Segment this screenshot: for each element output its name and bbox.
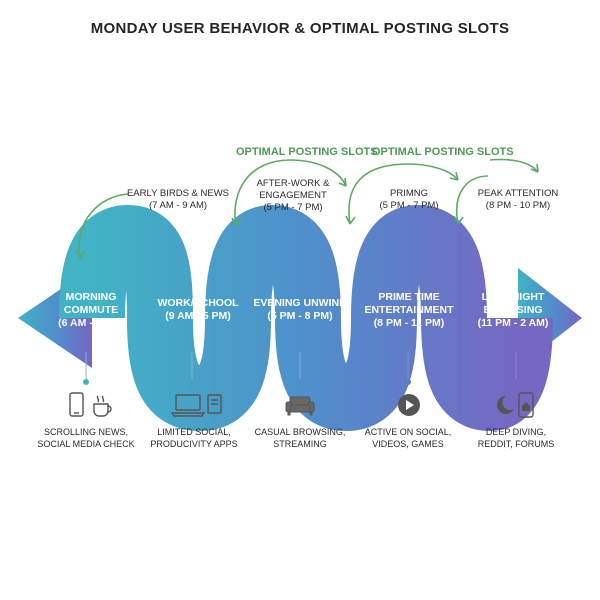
phase-evening-unwind: EVENING UNWIND (5 PM - 8 PM) bbox=[253, 297, 347, 322]
phase-work-school: WORK/SCHOOL (9 AM - 5 PM) bbox=[157, 297, 239, 322]
phone-icon bbox=[69, 392, 84, 417]
desc-work: LIMITED SOCIAL, PRODUCIVITY APPS bbox=[150, 427, 238, 449]
stem-dots bbox=[83, 352, 519, 385]
optimal-slots-label-2: OPTIMAL POSTING SLOTS bbox=[372, 146, 514, 158]
page-title: MONDAY USER BEHAVIOR & OPTIMAL POSTING S… bbox=[90, 20, 510, 37]
icons-evening bbox=[285, 396, 315, 416]
arrow-peak-top bbox=[489, 158, 539, 173]
notebook-icon bbox=[207, 394, 222, 414]
annotation-after-work: AFTER-WORK & ENGAGEMENT (5 PM - 7 PM) bbox=[256, 178, 330, 213]
annotation-early-birds: EARLY BIRDS & NEWS (7 AM - 9 AM) bbox=[126, 188, 230, 211]
moon-icon bbox=[496, 395, 514, 414]
desc-morning: SCROLLING NEWS, SOCIAL MEDIA CHECK bbox=[37, 427, 135, 449]
arrow-after-work bbox=[234, 159, 347, 227]
icons-work bbox=[170, 394, 222, 417]
couch-icon bbox=[285, 396, 315, 416]
arrow-peak bbox=[455, 175, 489, 225]
desc-prime-time: ACTIVE ON SOCIAL, VIDEOS, GAMES bbox=[364, 427, 452, 449]
coffee-cup-icon bbox=[93, 395, 112, 417]
icons-morning bbox=[69, 392, 112, 417]
desc-evening: CASUAL BROWSING, STREAMING bbox=[254, 427, 346, 449]
icons-prime-time bbox=[398, 394, 420, 416]
phone-home-icon bbox=[518, 392, 534, 418]
phase-morning-commute: MORNING COMMUTE (6 AM - 9 AM) bbox=[58, 291, 124, 329]
phase-late-night: LATE-NIGHT BROWSING (11 PM - 2 AM) bbox=[477, 291, 549, 329]
annotation-priming: PRIMNG (5 PM - 7 PM) bbox=[379, 188, 439, 211]
annotation-peak-attention: PEAK ATTENTION (8 PM - 10 PM) bbox=[477, 188, 559, 211]
arrow-early-birds bbox=[78, 193, 129, 259]
icons-late-night bbox=[496, 392, 534, 418]
optimal-slots-label-1: OPTIMAL POSTING SLOTS bbox=[236, 146, 378, 158]
play-button-icon bbox=[398, 394, 420, 416]
phase-prime-time: PRIME TIME ENTERTAINMENT (8 PM - 11 PM) bbox=[364, 291, 454, 329]
desc-late-night: DEEP DIVING, REDDIT, FORUMS bbox=[477, 427, 555, 449]
laptop-icon bbox=[170, 394, 206, 417]
arrow-priming bbox=[348, 163, 459, 225]
